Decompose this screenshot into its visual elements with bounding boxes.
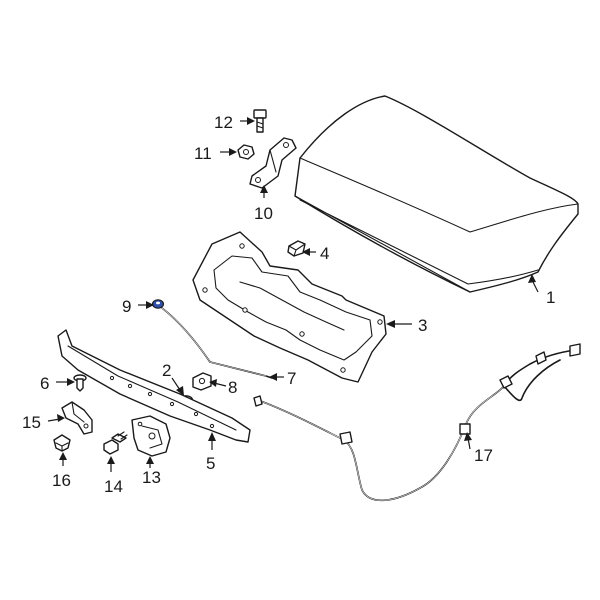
callout-11: 11 xyxy=(194,144,237,163)
bumper-nut[interactable] xyxy=(53,434,71,452)
hinge-bolt[interactable] xyxy=(253,109,267,133)
callout-label-11: 11 xyxy=(194,144,212,163)
callout-6: 6 xyxy=(40,374,75,393)
callout-10: 10 xyxy=(254,185,273,223)
callout-16: 16 xyxy=(52,452,71,490)
bumper-bracket[interactable] xyxy=(61,401,93,435)
hood-panel[interactable] xyxy=(294,95,579,293)
callout-8: 8 xyxy=(209,378,237,397)
callout-label-16: 16 xyxy=(52,471,71,490)
callout-13: 13 xyxy=(142,456,161,487)
callout-label-12: 12 xyxy=(214,113,233,132)
callout-4: 4 xyxy=(302,244,329,263)
hood-insulator[interactable] xyxy=(192,231,387,383)
callout-14: 14 xyxy=(104,456,123,496)
callout-label-13: 13 xyxy=(142,468,161,487)
callout-label-14: 14 xyxy=(104,477,123,496)
callout-2: 2 xyxy=(162,361,184,396)
callout-label-7: 7 xyxy=(287,369,296,388)
callout-label-9: 9 xyxy=(122,297,131,316)
callout-9: 9 xyxy=(122,297,154,316)
callout-label-10: 10 xyxy=(254,204,273,223)
callout-label-17: 17 xyxy=(474,446,493,465)
callout-label-3: 3 xyxy=(418,316,427,335)
prop-rod-clip[interactable] xyxy=(192,372,212,391)
callout-label-4: 4 xyxy=(320,244,329,263)
grommet[interactable] xyxy=(151,299,165,309)
hood-latch[interactable] xyxy=(131,415,171,457)
prop-rod[interactable] xyxy=(161,307,273,379)
callout-12: 12 xyxy=(214,113,255,132)
callout-label-15: 15 xyxy=(22,413,41,432)
latch-bolt[interactable] xyxy=(103,431,128,455)
callout-label-1: 1 xyxy=(546,288,555,307)
callout-label-5: 5 xyxy=(206,454,215,473)
front-seal[interactable] xyxy=(57,329,251,443)
callout-3: 3 xyxy=(386,316,427,335)
push-pin-retainer[interactable] xyxy=(73,374,87,392)
callout-label-6: 6 xyxy=(40,374,49,393)
release-cable[interactable] xyxy=(253,343,581,502)
insulator-clip[interactable] xyxy=(287,240,306,257)
callout-label-8: 8 xyxy=(228,378,237,397)
callout-1: 1 xyxy=(528,274,555,307)
callout-label-2: 2 xyxy=(162,361,171,380)
callout-17: 17 xyxy=(464,432,493,465)
hinge[interactable] xyxy=(249,137,297,189)
hinge-nut[interactable] xyxy=(237,144,255,160)
callout-5: 5 xyxy=(206,432,216,473)
callout-15: 15 xyxy=(22,413,65,432)
callout-7: 7 xyxy=(269,369,296,388)
